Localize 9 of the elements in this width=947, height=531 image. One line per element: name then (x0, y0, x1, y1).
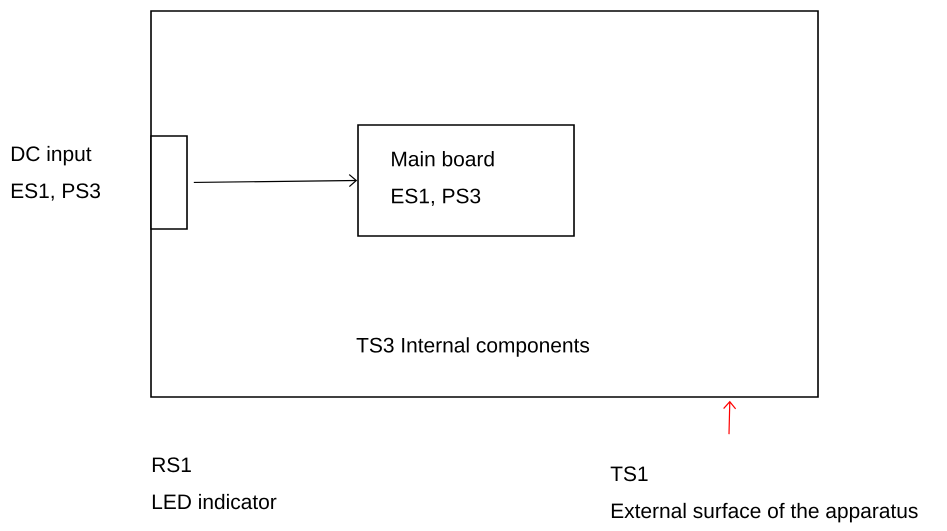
surface-label: TS1 External surface of the apparatus (610, 466, 918, 522)
port-label: DC input (12, 146, 92, 166)
board-box: Main board ES1, PS3 (357, 124, 575, 237)
port-label: ES1, PS3 (12, 183, 100, 201)
arrow (723, 400, 736, 434)
connector-box (150, 135, 188, 230)
indicator-label: LED indicator (152, 494, 276, 510)
arrow (194, 174, 358, 188)
indicator-label: RS1 (152, 457, 191, 472)
